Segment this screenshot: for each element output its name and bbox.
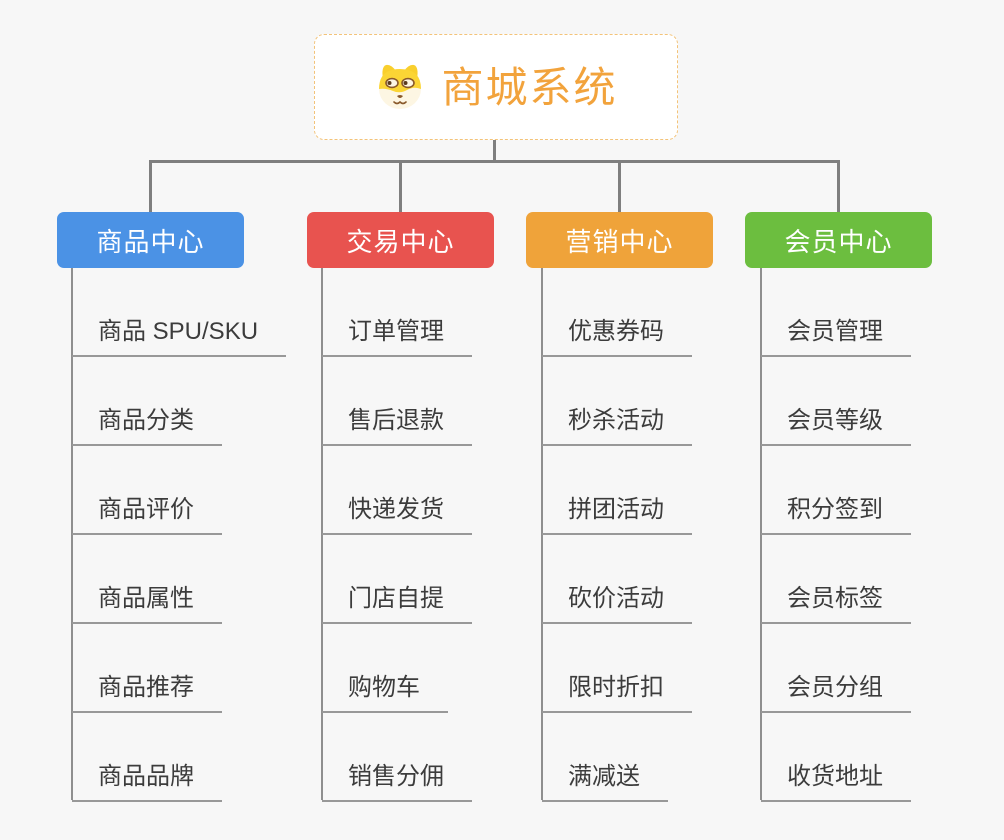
connector-root-drop <box>493 140 496 162</box>
leaf-item[interactable]: 快递发货 <box>322 495 472 535</box>
root-title: 商城系统 <box>441 64 618 111</box>
leaf-item[interactable]: 商品评价 <box>72 495 222 535</box>
leaf-item[interactable]: 收货地址 <box>761 762 911 802</box>
leaf-item[interactable]: 会员分组 <box>761 673 911 713</box>
branch-header-product-center[interactable]: 商品中心 <box>57 212 244 268</box>
dog-icon <box>374 63 426 111</box>
leaf-item[interactable]: 商品分类 <box>72 406 222 446</box>
leaf-item[interactable]: 秒杀活动 <box>542 406 692 446</box>
root-node[interactable]: 商城系统 <box>314 34 678 140</box>
leaf-item[interactable]: 砍价活动 <box>542 584 692 624</box>
leaf-item[interactable]: 售后退款 <box>322 406 472 446</box>
connector-drop-product <box>149 160 152 212</box>
leaf-item[interactable]: 订单管理 <box>322 317 472 357</box>
leaf-item[interactable]: 商品推荐 <box>72 673 222 713</box>
leaf-item[interactable]: 限时折扣 <box>542 673 692 713</box>
leaf-item[interactable]: 商品品牌 <box>72 762 222 802</box>
leaf-item[interactable]: 商品属性 <box>72 584 222 624</box>
leaf-item[interactable]: 购物车 <box>322 673 448 713</box>
branch-header-marketing-center[interactable]: 营销中心 <box>526 212 713 268</box>
leaf-item[interactable]: 门店自提 <box>322 584 472 624</box>
connector-horizontal <box>149 160 840 163</box>
leaf-item[interactable]: 拼团活动 <box>542 495 692 535</box>
leaf-item[interactable]: 积分签到 <box>761 495 911 535</box>
leaf-item[interactable]: 会员标签 <box>761 584 911 624</box>
branch-header-trade-center[interactable]: 交易中心 <box>307 212 494 268</box>
connector-drop-marketing <box>618 160 621 212</box>
branch-header-member-center[interactable]: 会员中心 <box>745 212 932 268</box>
connector-drop-trade <box>399 160 402 212</box>
leaf-item[interactable]: 满减送 <box>542 762 668 802</box>
leaf-item[interactable]: 会员等级 <box>761 406 911 446</box>
leaf-item[interactable]: 商品 SPU/SKU <box>72 317 287 357</box>
leaf-item[interactable]: 销售分佣 <box>322 762 472 802</box>
leaf-item[interactable]: 优惠券码 <box>542 317 692 357</box>
connector-drop-member <box>837 160 840 212</box>
leaf-item[interactable]: 会员管理 <box>761 317 911 357</box>
